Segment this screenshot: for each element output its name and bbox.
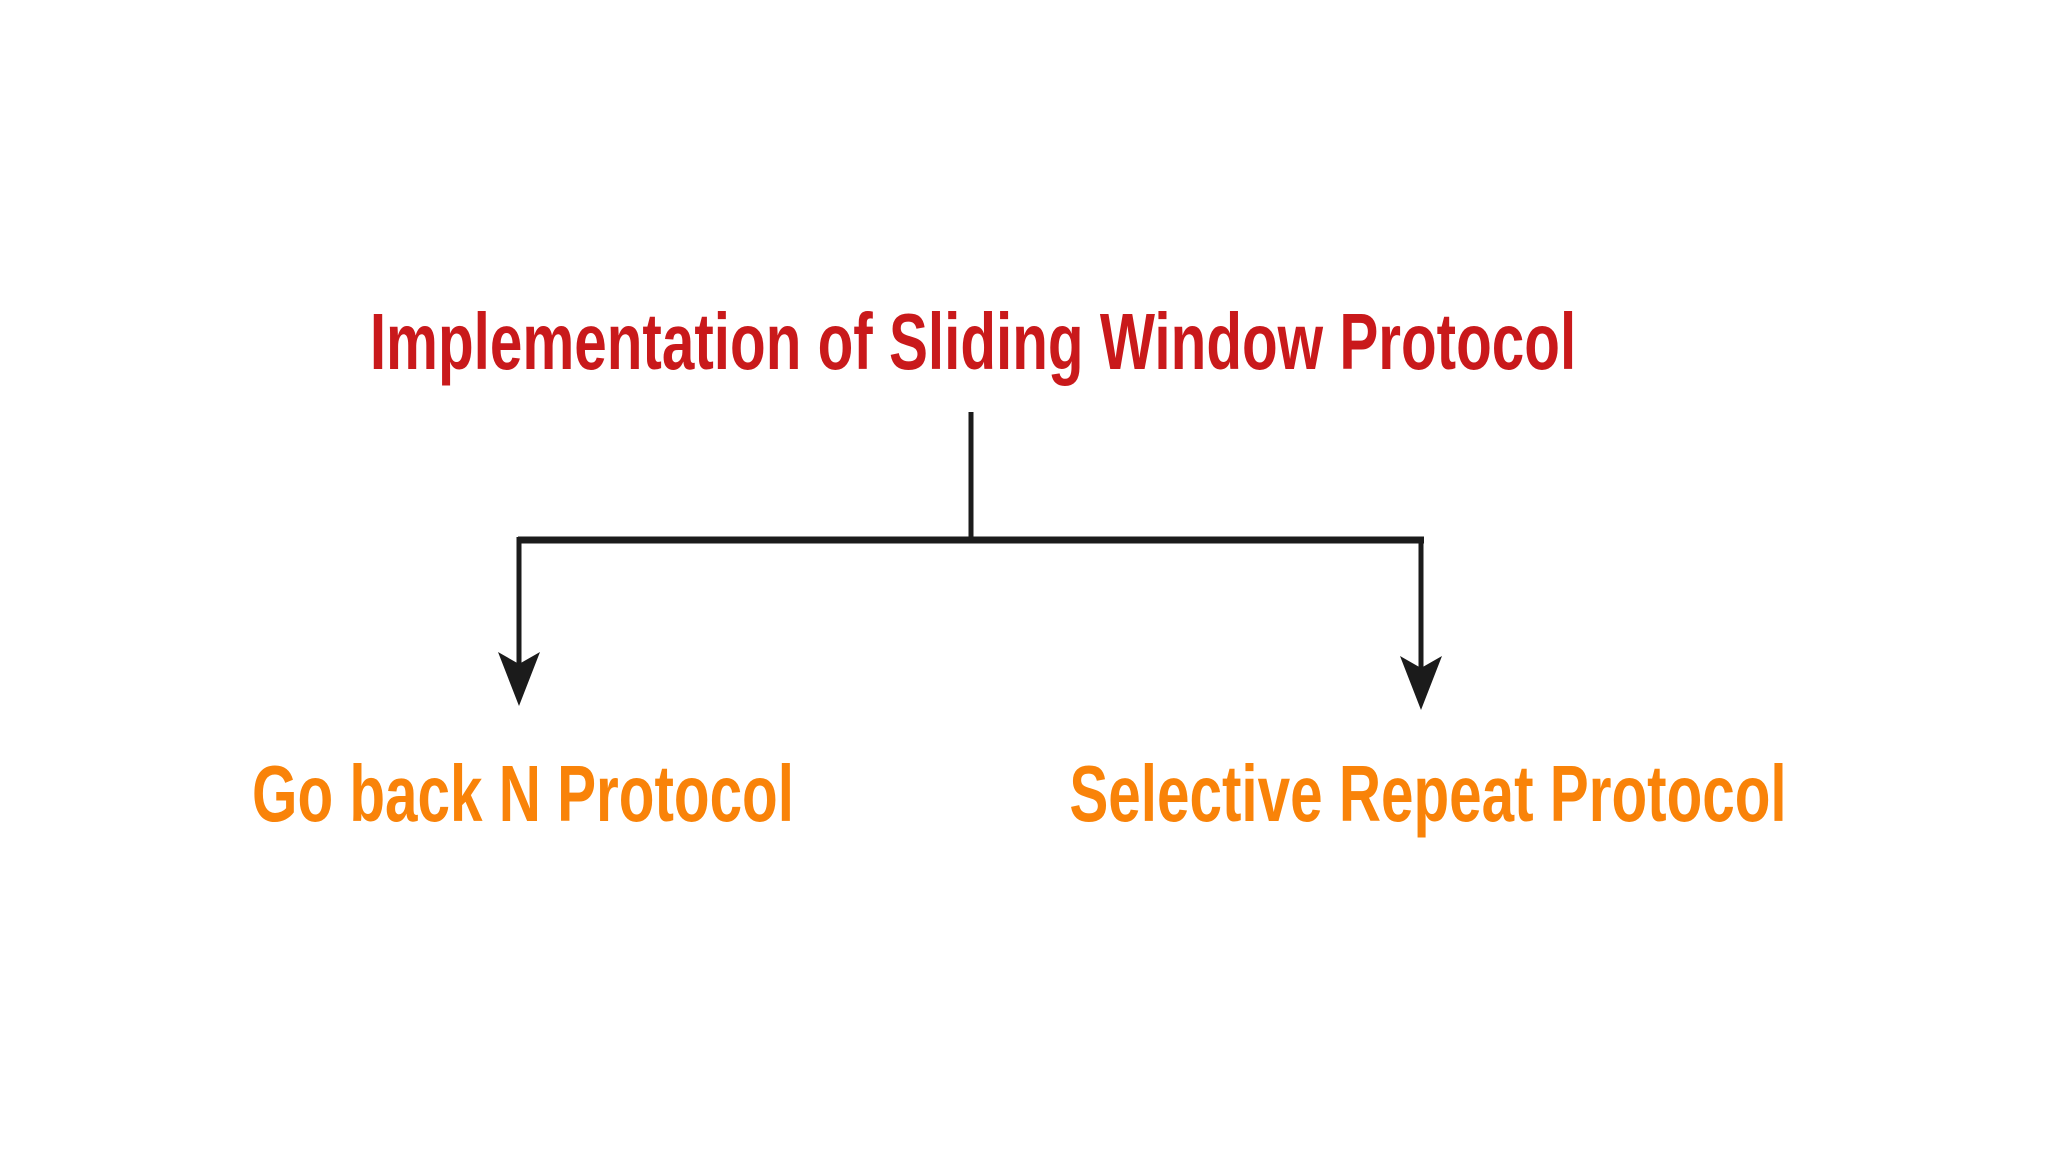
branch-node-selective-repeat: Selective Repeat Protocol [1069, 749, 1787, 838]
branch-node-go-back-n: Go back N Protocol [252, 749, 794, 838]
arrow-down-right-icon [1400, 656, 1442, 710]
arrow-down-left-icon [498, 652, 540, 706]
root-node-title: Implementation of Sliding Window Protoco… [369, 297, 1577, 386]
